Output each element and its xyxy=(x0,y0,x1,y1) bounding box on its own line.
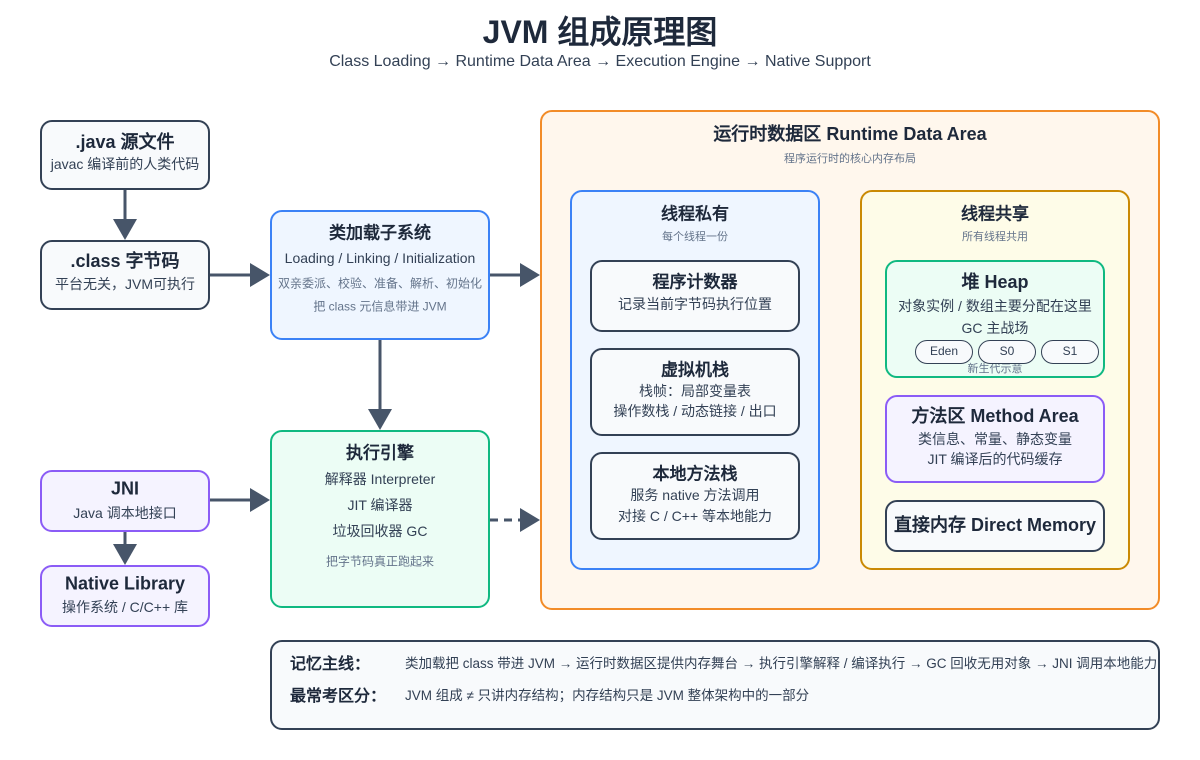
jni-desc: Java 调本地接口 xyxy=(73,505,177,521)
bytecode-box: .class 字节码 平台无关，JVM可执行 xyxy=(40,240,210,310)
bytecode-title: .class 字节码 xyxy=(70,251,180,271)
method-area-desc: JIT 编译后的代码缓存 xyxy=(927,451,1063,467)
native-library-title: Native Library xyxy=(64,573,186,594)
thread-private-subtitle: 每个线程一份 xyxy=(662,231,728,243)
class-loader-box: 类加载子系统 Loading / Linking / Initializatio… xyxy=(270,210,490,340)
class-loader-note: 把 class 元信息带进 JVM xyxy=(313,299,447,314)
java-source-desc: javac 编译前的人类代码 xyxy=(50,156,200,172)
java-source-title: .java 源文件 xyxy=(75,132,175,152)
summary-text-distinction: JVM 组成 ≠ 只讲内存结构；内存结构只是 JVM 整体架构中的一部分 xyxy=(405,688,810,703)
heap-region-s0: S0 xyxy=(978,340,1036,364)
summary-box: 记忆主线： 类加载把 class 带进 JVM → 运行时数据区提供内存舞台 →… xyxy=(270,640,1160,730)
arrow-engine-to-runtime-dashed xyxy=(490,508,540,532)
diagram-title: JVM 组成原理图 xyxy=(482,14,718,50)
execution-engine-title: 执行引擎 xyxy=(346,443,414,463)
vm-stack-desc: 栈帧：局部变量表 xyxy=(639,383,751,399)
class-loader-detail: 双亲委派、校验、准备、解析、初始化 xyxy=(277,276,482,291)
summary-label-mainline: 记忆主线： xyxy=(290,656,371,673)
diagram-subtitle: Class Loading → Runtime Data Area → Exec… xyxy=(329,53,871,70)
runtime-data-area-subtitle: 程序运行时的核心内存布局 xyxy=(784,153,916,165)
heap-title: 堆 Heap xyxy=(961,272,1029,292)
method-area-title: 方法区 Method Area xyxy=(911,406,1079,426)
arrow-java-to-class xyxy=(113,190,137,240)
arrow-loader-to-engine xyxy=(368,340,392,430)
thread-shared-subtitle: 所有线程共用 xyxy=(962,231,1028,243)
heap-regions-caption: 新生代示意 xyxy=(967,363,1023,375)
jni-title: JNI xyxy=(110,478,139,499)
native-method-stack-desc: 对接 C / C++ 等本地能力 xyxy=(617,508,773,524)
thread-private-title: 线程私有 xyxy=(661,204,729,224)
vm-stack-box: 虚拟机栈 栈帧：局部变量表 操作数栈 / 动态链接 / 出口 xyxy=(590,348,800,436)
runtime-data-area-title: 运行时数据区 Runtime Data Area xyxy=(713,124,987,144)
java-source-box: .java 源文件 javac 编译前的人类代码 xyxy=(40,120,210,190)
native-library-box: Native Library 操作系统 / C/C++ 库 xyxy=(40,565,210,627)
arrow-jni-to-engine xyxy=(210,488,270,512)
native-method-stack-title: 本地方法栈 xyxy=(652,464,738,484)
execution-engine-item: 解释器 Interpreter xyxy=(324,471,436,487)
program-counter-desc: 记录当前字节码执行位置 xyxy=(618,296,772,312)
heap-desc: GC 主战场 xyxy=(961,320,1029,336)
program-counter-box: 程序计数器 记录当前字节码执行位置 xyxy=(590,260,800,332)
execution-engine-note: 把字节码真正跑起来 xyxy=(325,554,434,569)
class-loader-phases: Loading / Linking / Initialization xyxy=(284,250,476,266)
arrow-loader-to-runtime xyxy=(490,263,540,287)
execution-engine-item: 垃圾回收器 GC xyxy=(332,523,428,539)
direct-memory-box: 直接内存 Direct Memory xyxy=(885,500,1105,552)
vm-stack-title: 虚拟机栈 xyxy=(661,360,729,380)
arrow-jni-to-native-library xyxy=(113,532,137,565)
heap-region-eden: Eden xyxy=(915,340,973,364)
bytecode-desc: 平台无关，JVM可执行 xyxy=(55,276,195,292)
execution-engine-item: JIT 编译器 xyxy=(347,497,413,513)
native-method-stack-box: 本地方法栈 服务 native 方法调用 对接 C / C++ 等本地能力 xyxy=(590,452,800,540)
native-library-desc: 操作系统 / C/C++ 库 xyxy=(61,599,189,615)
jni-box: JNI Java 调本地接口 xyxy=(40,470,210,532)
vm-stack-desc: 操作数栈 / 动态链接 / 出口 xyxy=(613,403,777,419)
summary-label-distinction: 最常考区分： xyxy=(290,688,387,705)
arrow-class-to-loader xyxy=(210,263,270,287)
program-counter-title: 程序计数器 xyxy=(652,272,738,292)
method-area-desc: 类信息、常量、静态变量 xyxy=(918,431,1072,447)
heap-region-s1: S1 xyxy=(1041,340,1099,364)
heap-box: 堆 Heap 对象实例 / 数组主要分配在这里 GC 主战场 Eden S0 S… xyxy=(885,260,1105,378)
thread-shared-title: 线程共享 xyxy=(961,204,1029,224)
class-loader-title: 类加载子系统 xyxy=(329,223,431,243)
execution-engine-box: 执行引擎 解释器 Interpreter JIT 编译器 垃圾回收器 GC 把字… xyxy=(270,430,490,608)
method-area-box: 方法区 Method Area 类信息、常量、静态变量 JIT 编译后的代码缓存 xyxy=(885,395,1105,483)
native-method-stack-desc: 服务 native 方法调用 xyxy=(630,487,760,503)
direct-memory-title: 直接内存 Direct Memory xyxy=(893,515,1097,535)
summary-text-mainline: 类加载把 class 带进 JVM → 运行时数据区提供内存舞台 → 执行引擎解… xyxy=(405,656,1158,671)
heap-desc: 对象实例 / 数组主要分配在这里 xyxy=(898,298,1092,314)
